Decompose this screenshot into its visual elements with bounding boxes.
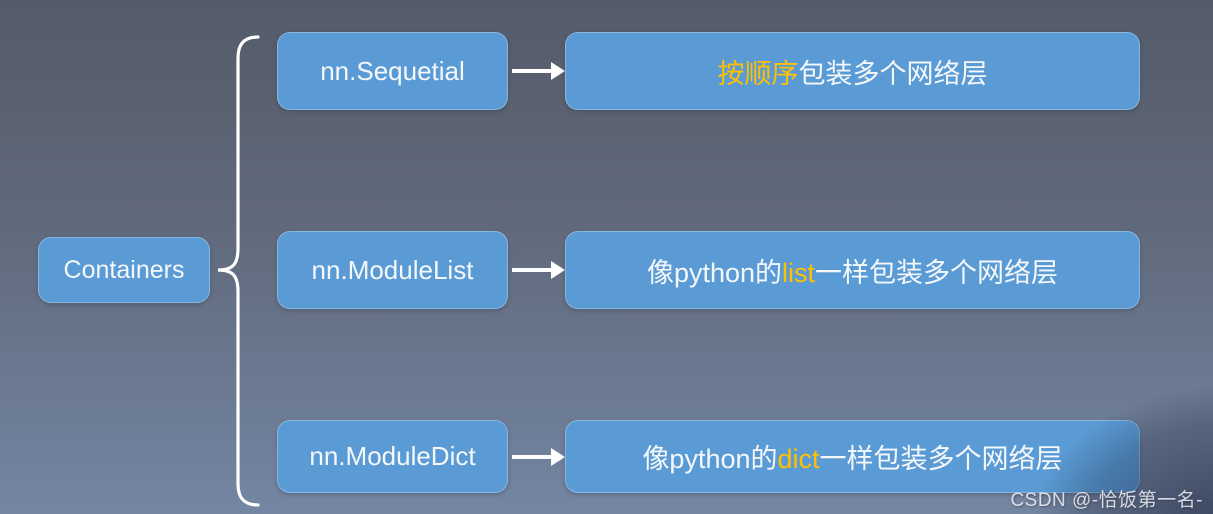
desc-pre: 像python的 <box>646 257 783 288</box>
arrow-stem <box>512 69 553 73</box>
desc-sequetial-text: 按顺序包装多个网络层 <box>718 52 988 91</box>
arrow-right-icon <box>512 448 565 466</box>
desc-highlight: list <box>782 257 816 288</box>
arrow-right-icon <box>512 261 565 279</box>
arrow-right-icon <box>512 62 565 80</box>
node-nn-modulelist: nn.ModuleList <box>277 231 508 309</box>
arrow-head <box>551 62 565 80</box>
desc-post: 一样包装多个网络层 <box>819 444 1063 474</box>
node-containers-label: Containers <box>63 255 185 284</box>
desc-moduledict: 像python的dict一样包装多个网络层 <box>565 420 1140 493</box>
desc-sequetial: 按顺序包装多个网络层 <box>565 32 1140 110</box>
arrow-stem <box>512 268 553 272</box>
csdn-watermark: CSDN @-恰饭第一名- <box>1010 490 1203 511</box>
desc-modulelist-text: 像python的list一样包装多个网络层 <box>647 251 1058 290</box>
node-nn-sequetial-label: nn.Sequetial <box>320 55 465 86</box>
arrow-head <box>551 448 565 466</box>
node-nn-moduledict: nn.ModuleDict <box>277 420 508 493</box>
arrow-stem <box>512 455 553 459</box>
arrow-head <box>551 261 565 279</box>
node-nn-moduledict-label: nn.ModuleDict <box>309 441 476 471</box>
desc-modulelist: 像python的list一样包装多个网络层 <box>565 231 1140 309</box>
node-containers: Containers <box>38 237 210 303</box>
desc-pre: 像python的 <box>642 444 778 474</box>
node-nn-sequetial: nn.Sequetial <box>277 32 508 110</box>
desc-highlight: dict <box>777 444 820 474</box>
curly-brace-icon <box>217 35 260 507</box>
desc-highlight: 按顺序 <box>717 58 799 89</box>
desc-post: 一样包装多个网络层 <box>815 257 1059 288</box>
desc-post: 包装多个网络层 <box>798 58 988 89</box>
desc-moduledict-text: 像python的dict一样包装多个网络层 <box>642 437 1062 476</box>
node-nn-modulelist-label: nn.ModuleList <box>311 254 474 285</box>
